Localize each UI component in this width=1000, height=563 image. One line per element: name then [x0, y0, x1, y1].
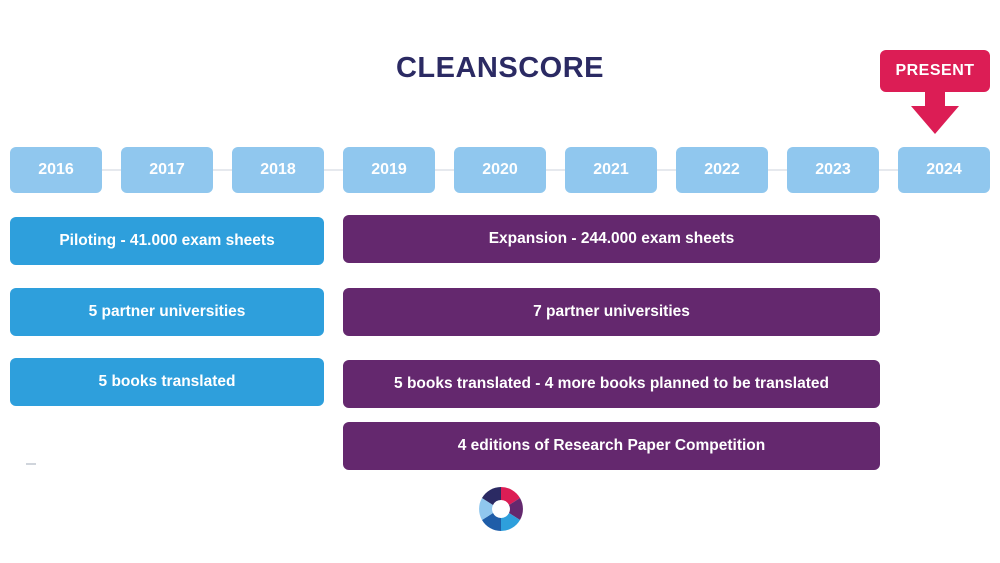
year-2022: 2022 [676, 147, 768, 193]
piloting-bar: Piloting - 41.000 exam sheets [10, 217, 324, 265]
year-2016: 2016 [10, 147, 102, 193]
phase2-universities-bar: 7 partner universities [343, 288, 880, 336]
year-2021: 2021 [565, 147, 657, 193]
phase2-books-bar: 5 books translated - 4 more books planne… [343, 360, 880, 408]
expansion-bar: Expansion - 244.000 exam sheets [343, 215, 880, 263]
down-arrow-icon [911, 92, 959, 134]
year-2018: 2018 [232, 147, 324, 193]
divider [26, 463, 36, 465]
year-2020: 2020 [454, 147, 546, 193]
year-2019: 2019 [343, 147, 435, 193]
phase1-books-bar: 5 books translated [10, 358, 324, 406]
year-2024: 2024 [898, 147, 990, 193]
year-2017: 2017 [121, 147, 213, 193]
page-title: CLEANSCORE [395, 52, 604, 84]
cleanscore-logo-icon [479, 487, 523, 531]
research-competition-bar: 4 editions of Research Paper Competition [343, 422, 880, 470]
present-badge: PRESENT [880, 50, 990, 92]
phase1-universities-bar: 5 partner universities [10, 288, 324, 336]
year-2023: 2023 [787, 147, 879, 193]
